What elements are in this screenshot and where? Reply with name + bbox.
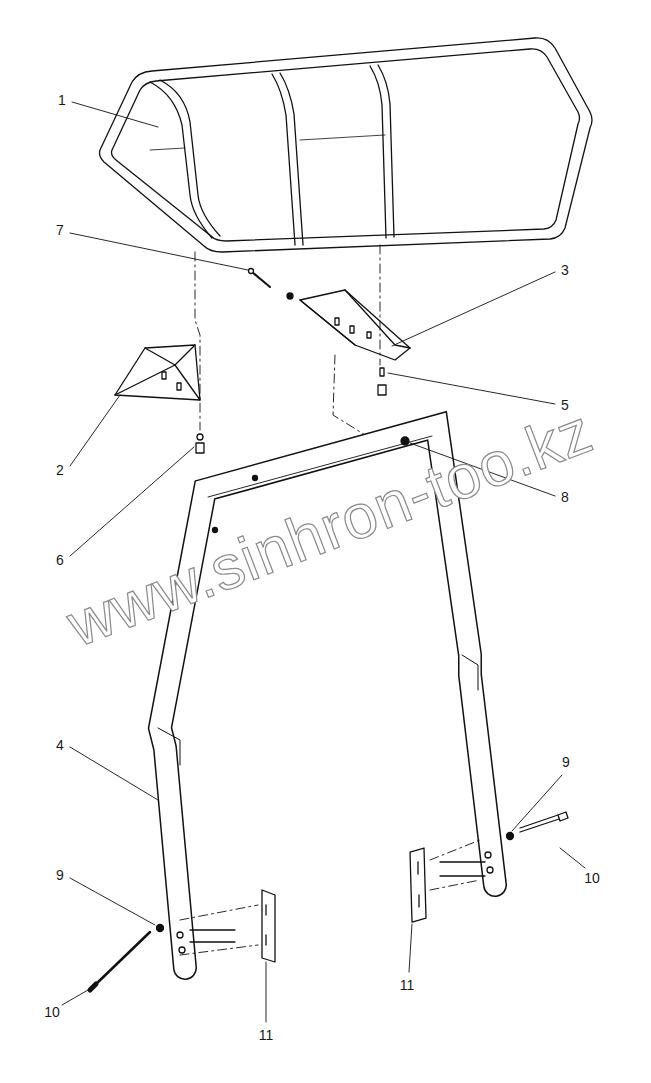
callout-number: 8 [561,490,569,504]
callout-number: 10 [584,871,600,885]
callout-number: 1 [58,93,66,107]
callout-number: 6 [56,553,64,567]
callout-number: 4 [56,738,64,752]
callout-number: 2 [56,463,64,477]
callout-number: 10 [44,1005,60,1019]
watermark: www.sinhron-too.kz [60,400,601,657]
callout-number: 9 [56,868,64,882]
callout-number: 9 [562,755,570,769]
callout-number: 7 [56,223,64,237]
callout-number: 11 [400,978,415,992]
callout-number: 3 [561,263,569,277]
callout-number: 11 [259,1028,274,1042]
